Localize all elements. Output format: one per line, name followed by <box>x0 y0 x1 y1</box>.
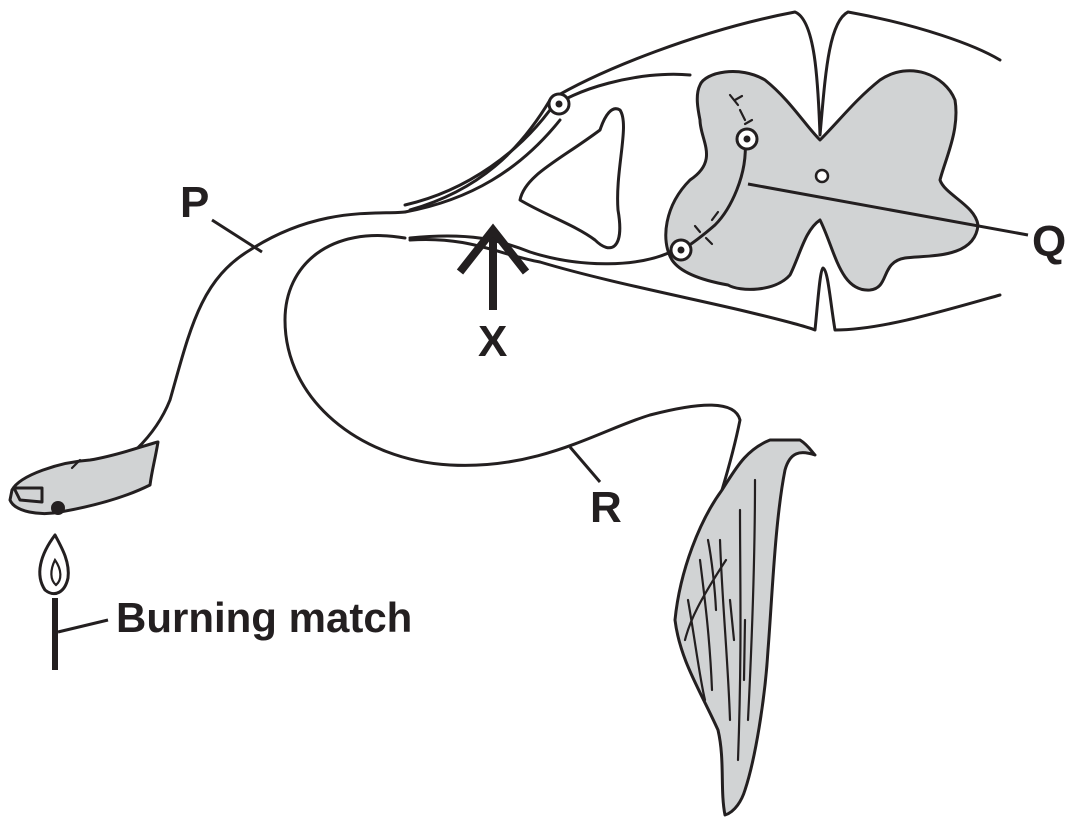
receptor-dot <box>51 501 65 515</box>
motor-neuron-r <box>285 236 740 490</box>
label-x: X <box>478 317 507 366</box>
label-r: R <box>590 483 622 532</box>
finger <box>10 442 158 515</box>
dorsal-root <box>405 74 690 212</box>
arrow-x <box>460 230 526 310</box>
label-p: P <box>180 178 209 227</box>
central-canal <box>816 170 828 182</box>
burning-match-icon <box>40 535 108 670</box>
label-q: Q <box>1032 217 1066 266</box>
label-burning-match: Burning match <box>116 594 412 641</box>
muscle <box>675 440 815 815</box>
